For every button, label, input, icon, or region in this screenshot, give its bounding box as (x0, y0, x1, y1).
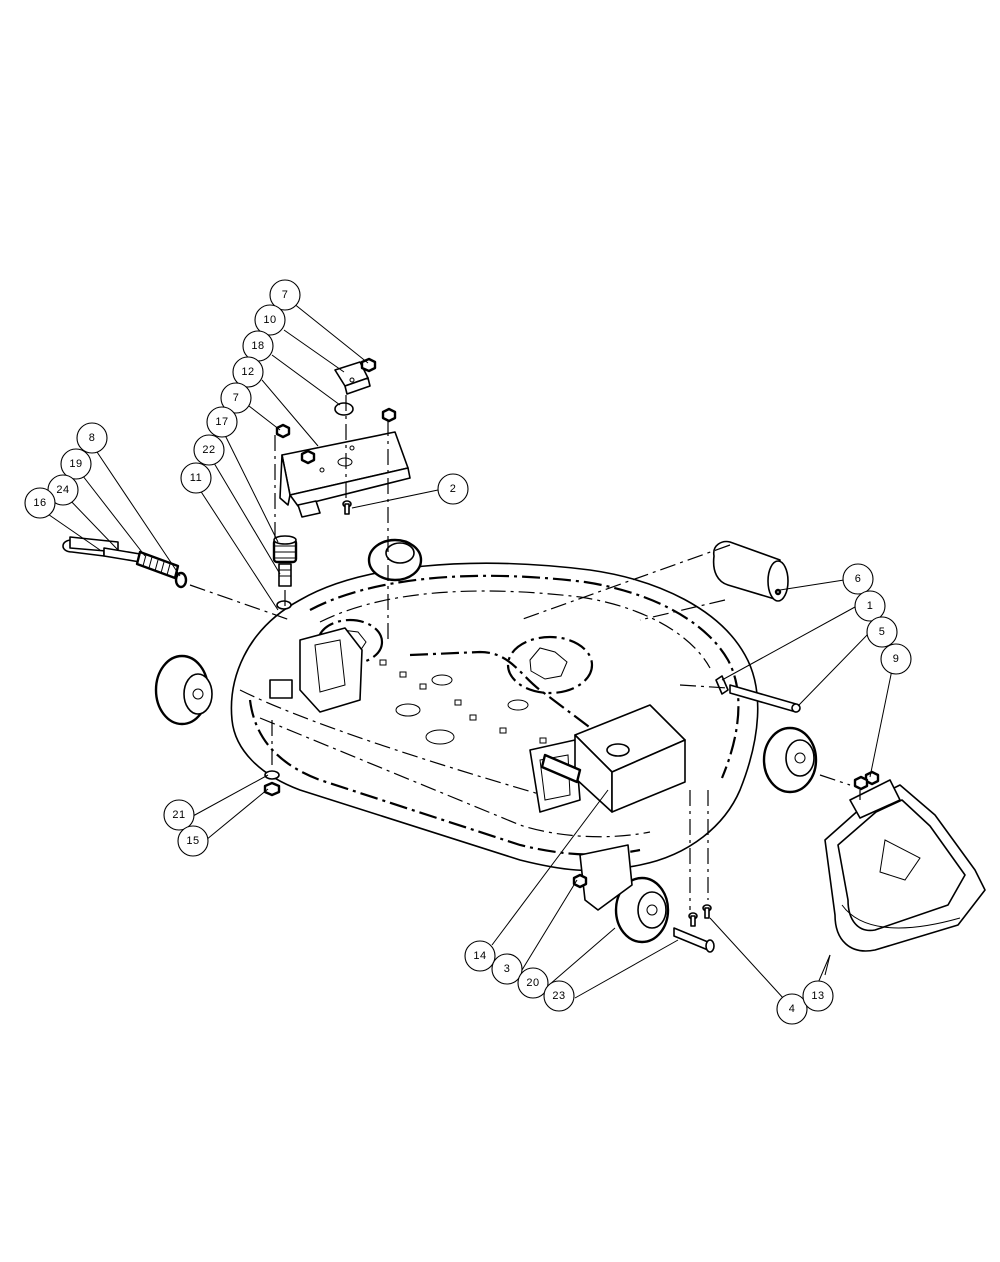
hitch-pin-16 (62, 536, 119, 557)
nut-3 (572, 873, 588, 889)
bolt-23 (673, 927, 715, 953)
height-adjust-spring (272, 535, 298, 564)
washer-18 (334, 402, 354, 416)
svg-text:14: 14 (473, 950, 486, 962)
callout-22: 22 (193, 434, 225, 466)
front-roller-bracket (579, 844, 633, 911)
callout-14: 14 (464, 940, 496, 972)
nut-7-left (275, 423, 291, 439)
washer-8 (174, 571, 188, 589)
callout-2: 2 (437, 473, 469, 505)
washer-11 (276, 600, 292, 610)
small-bracket (334, 361, 371, 395)
discharge-chute-13 (824, 779, 986, 976)
svg-text:10: 10 (263, 314, 276, 326)
front-hanger-bracket (529, 739, 581, 813)
svg-text:20: 20 (526, 977, 539, 989)
svg-text:19: 19 (69, 458, 82, 470)
spindle-pulley (506, 635, 594, 695)
callout-19: 19 (60, 448, 92, 480)
svg-text:7: 7 (282, 289, 289, 301)
svg-text:15: 15 (186, 835, 199, 847)
svg-text:2: 2 (450, 483, 457, 495)
callout-leaders (41, 302, 895, 1000)
callout-15: 15 (177, 825, 209, 857)
nut-9b (853, 775, 869, 791)
callout-6: 6 (842, 563, 874, 595)
rod-24 (103, 547, 141, 563)
mower-deck (230, 562, 759, 872)
svg-text:1: 1 (867, 600, 874, 612)
belt-path (409, 650, 601, 736)
callout-8: 8 (76, 422, 108, 454)
adjust-stem (278, 563, 292, 587)
svg-text:12: 12 (241, 366, 254, 378)
svg-text:8: 8 (89, 432, 96, 444)
svg-text:21: 21 (172, 809, 185, 821)
callout-4: 4 (776, 993, 808, 1025)
bolt-4 (688, 904, 712, 927)
callout-9: 9 (880, 643, 912, 675)
deck-wheel-left (154, 654, 213, 726)
callout-5: 5 (866, 616, 898, 648)
callout-12: 12 (232, 356, 264, 388)
callout-17: 17 (206, 406, 238, 438)
callout-20: 20 (517, 967, 549, 999)
front-cover-14 (574, 704, 686, 813)
left-hanger-bracket (269, 627, 363, 713)
callout-16: 16 (24, 487, 56, 519)
svg-text:11: 11 (190, 472, 202, 484)
svg-text:18: 18 (251, 340, 264, 352)
callout-11: 11 (180, 462, 212, 494)
deck-wheel-rear (367, 538, 423, 582)
deck-wheel-front (614, 876, 670, 944)
spring-19 (135, 550, 180, 580)
nut-7-top (360, 357, 377, 373)
nut-7-plate (300, 449, 316, 465)
svg-text:9: 9 (893, 653, 900, 665)
callout-7-top: 7 (269, 279, 301, 311)
bolt-2 (342, 500, 352, 515)
callout-7-left: 7 (220, 382, 252, 414)
svg-text:3: 3 (504, 963, 511, 975)
svg-text:13: 13 (811, 990, 824, 1002)
nut-15 (263, 781, 281, 797)
rod-1 (715, 675, 729, 695)
svg-text:16: 16 (33, 497, 46, 509)
svg-text:4: 4 (789, 1003, 796, 1015)
callout-23: 23 (543, 980, 575, 1012)
svg-text:7: 7 (233, 392, 240, 404)
callout-13: 13 (802, 980, 834, 1012)
nut-plate-right (381, 407, 397, 423)
callout-1: 1 (854, 590, 886, 622)
svg-text:22: 22 (202, 444, 215, 456)
svg-text:23: 23 (552, 990, 565, 1002)
svg-text:6: 6 (855, 573, 862, 585)
alignment-centerlines (189, 395, 861, 910)
callout-3: 3 (491, 953, 523, 985)
callout-10: 10 (254, 304, 286, 336)
front-spring (540, 753, 582, 784)
washer-21 (264, 770, 280, 780)
callout-21: 21 (163, 799, 195, 831)
callout-18: 18 (242, 330, 274, 362)
deck-wheel-right (762, 726, 818, 794)
svg-text:24: 24 (56, 484, 69, 496)
anti-scalp-roller-6 (712, 540, 789, 602)
svg-text:17: 17 (215, 416, 228, 428)
belt-cover-plate (279, 431, 411, 518)
svg-text:5: 5 (879, 626, 886, 638)
